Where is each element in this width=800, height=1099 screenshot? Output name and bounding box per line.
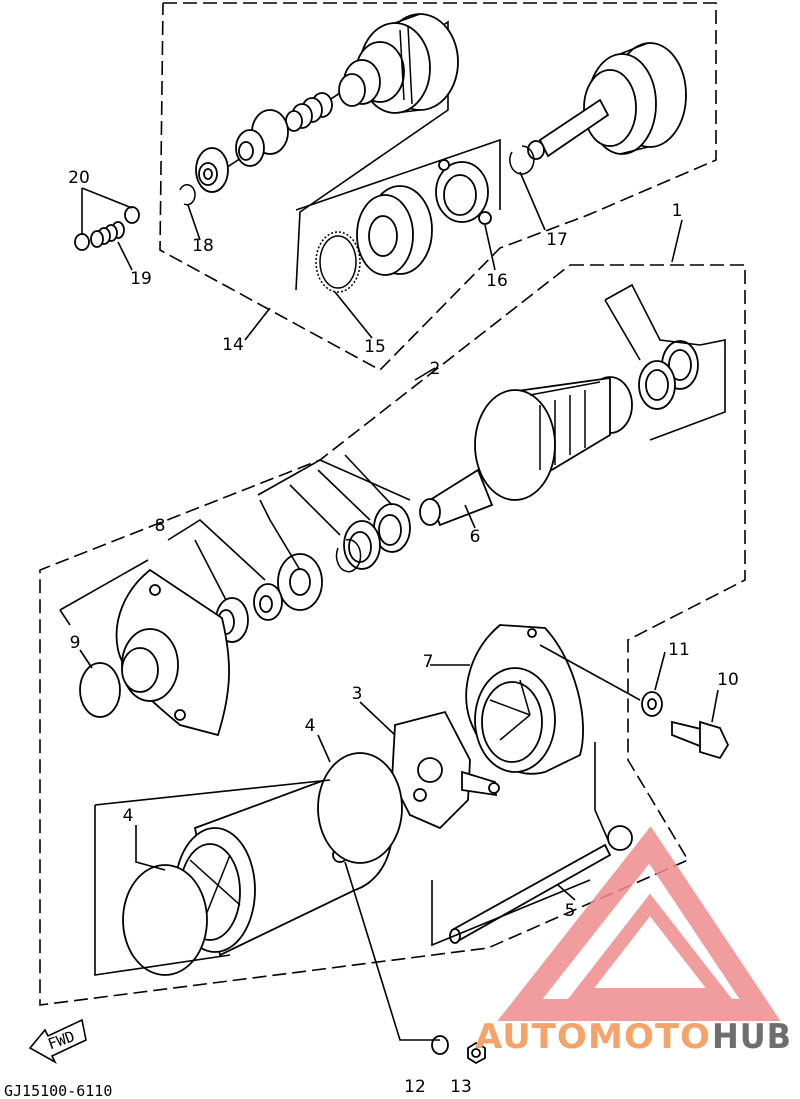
callout-10: 10 xyxy=(717,670,739,690)
callout-1: 1 xyxy=(672,201,683,221)
callout-12: 12 xyxy=(404,1077,426,1097)
part-15-needle-ring xyxy=(315,231,361,293)
part-9-o-ring xyxy=(79,662,121,718)
part-clutch-shaft xyxy=(527,42,687,160)
callout-16: 16 xyxy=(486,271,508,291)
part-20-washers xyxy=(74,206,140,251)
part-shim-washers-left xyxy=(253,503,411,621)
part-collar xyxy=(235,109,289,167)
part-4-gasket-rear xyxy=(317,752,403,864)
callout-2: 2 xyxy=(430,359,441,379)
part-spring xyxy=(285,92,333,132)
watermark-text: AUTOMOTO HUB xyxy=(475,1017,792,1057)
fwd-label: FWD xyxy=(45,1027,77,1053)
group-1-boundary xyxy=(39,264,746,1006)
watermark-logo-icon xyxy=(497,826,781,1021)
part-bearing xyxy=(356,185,433,276)
group-14-boundary xyxy=(159,2,717,371)
part-19-spring xyxy=(90,221,125,248)
callout-5: 5 xyxy=(565,901,576,921)
part-clutch-gear xyxy=(338,13,459,114)
callout-3: 3 xyxy=(352,684,363,704)
part-11-washer xyxy=(641,691,663,717)
part-13-nut xyxy=(467,1041,486,1065)
callout-8: 8 xyxy=(155,516,166,536)
callout-13: 13 xyxy=(450,1077,472,1097)
callout-4-front-gasket: 4 xyxy=(123,806,134,826)
part-18-circlip xyxy=(179,184,196,206)
part-17-circlip xyxy=(509,145,535,175)
callout-15: 15 xyxy=(364,337,386,357)
watermark-text-hub: HUB xyxy=(712,1017,792,1057)
callout-20: 20 xyxy=(68,168,90,188)
part-16-plate xyxy=(435,159,492,225)
callout-18: 18 xyxy=(192,236,214,256)
part-12-washer xyxy=(431,1035,449,1055)
callout-7: 7 xyxy=(423,652,434,672)
fwd-arrow-icon: FWD xyxy=(28,1018,87,1064)
part-7-rear-cover xyxy=(465,624,584,775)
part-5-through-bolt xyxy=(449,825,633,944)
leader-lines xyxy=(59,171,726,1041)
bearing-subbox xyxy=(295,138,501,211)
callout-14: 14 xyxy=(222,335,244,355)
part-2-armature xyxy=(419,376,633,527)
callout-19: 19 xyxy=(130,269,152,289)
part-washer-small xyxy=(195,147,229,193)
callout-17: 17 xyxy=(546,230,568,250)
callout-6: 6 xyxy=(470,527,481,547)
part-front-cover xyxy=(115,568,230,737)
part-shim-washers-right xyxy=(638,340,699,410)
callout-9: 9 xyxy=(70,633,81,653)
watermark-text-automoto: AUTOMOTO xyxy=(475,1017,711,1057)
drawing-code: GJ15100-6110 xyxy=(4,1082,112,1099)
part-4-gasket-front xyxy=(122,864,208,976)
part-10-bolt xyxy=(671,720,730,760)
callout-4-rear-gasket: 4 xyxy=(305,716,316,736)
callout-11: 11 xyxy=(668,640,690,660)
